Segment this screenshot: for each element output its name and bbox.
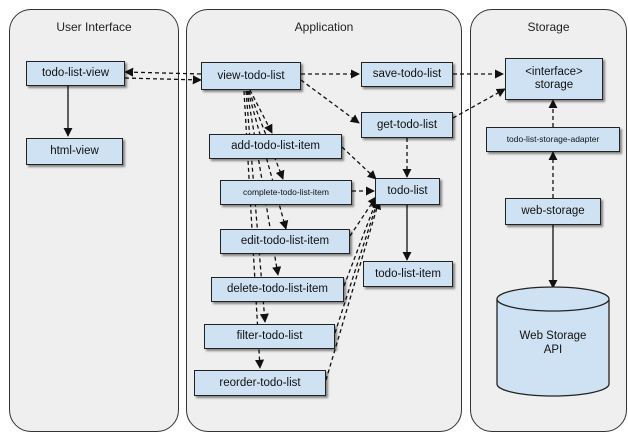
web-storage-api-line2: API	[543, 344, 563, 356]
complete-todo-list-item-node: complete-todo-list-item	[220, 180, 352, 205]
todo-list-item-node: todo-list-item	[363, 261, 453, 287]
edge-view-to-complete	[248, 90, 285, 180]
application-title: Application	[294, 20, 354, 34]
edge-view-to-reorder	[243, 90, 265, 369]
edit-todo-list-item-node: edit-todo-list-item	[220, 229, 350, 254]
edge-edit-to-todo-list	[349, 196, 377, 237]
edge-add-to-todo-list	[341, 146, 377, 180]
interface-storage-node: <interface> storage	[505, 58, 603, 100]
edge-todo-list-view-to-view-todo-list	[124, 75, 202, 85]
edge-view-to-edit	[247, 90, 289, 230]
web-storage-node: web-storage	[505, 198, 601, 225]
reorder-todo-list-node: reorder-todo-list	[194, 370, 326, 396]
edge-view-todo-list-to-todo-list-view	[124, 67, 202, 77]
todo-list-view-node: todo-list-view	[26, 61, 125, 86]
html-view-node: html-view	[26, 138, 123, 165]
edge-view-to-add	[249, 89, 273, 134]
edge-delete-to-todo-list	[343, 198, 379, 287]
edge-view-to-filter	[245, 90, 269, 323]
interface-storage-line1: <interface>	[525, 66, 583, 78]
todo-list-storage-adapter-node: todo-list-storage-adapter	[486, 127, 620, 152]
storage-title: Storage	[527, 20, 570, 34]
user-interface-title: User Interface	[56, 20, 132, 34]
edge-get-to-storage	[452, 88, 506, 119]
view-todo-list-node: view-todo-list	[201, 62, 301, 90]
edge-filter-to-todo-list	[334, 199, 380, 334]
web-storage-api-label: Web Storage API	[497, 329, 609, 357]
filter-todo-list-node: filter-todo-list	[204, 324, 335, 349]
delete-todo-list-item-node: delete-todo-list-item	[211, 277, 344, 302]
todo-list-node: todo-list	[375, 178, 440, 205]
add-todo-list-item-node: add-todo-list-item	[209, 134, 342, 159]
get-todo-list-node: get-todo-list	[361, 112, 453, 138]
interface-storage-line2: storage	[534, 79, 574, 91]
edge-view-to-get	[300, 79, 360, 124]
edge-reorder-to-todo-list	[325, 200, 382, 381]
web-storage-api-line1: Web Storage	[519, 330, 587, 342]
save-todo-list-node: save-todo-list	[361, 62, 453, 87]
